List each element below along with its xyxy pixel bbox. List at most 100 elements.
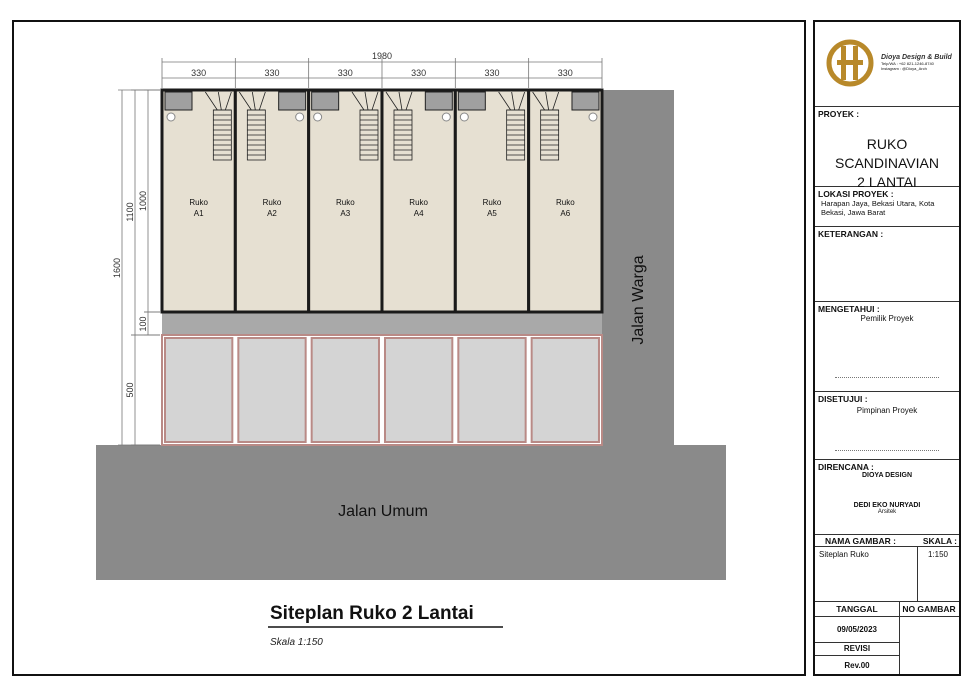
road-main — [96, 445, 726, 580]
mengetahui-section: MENGETAHUI : Pemilik Proyek — [815, 302, 959, 392]
dim-unit-width: 330 — [411, 68, 426, 78]
road-main-label: Jalan Umum — [338, 503, 428, 520]
mengetahui-label: MENGETAHUI : — [818, 304, 880, 314]
unit-label: Ruko — [263, 198, 282, 207]
unit-code: A1 — [194, 209, 204, 218]
stairs — [385, 91, 413, 161]
designer-role: Arsitek — [877, 509, 897, 515]
company-logo — [826, 39, 874, 87]
dim-unit-width: 330 — [558, 68, 573, 78]
signature-line — [835, 450, 939, 451]
dim-building: 1000 — [138, 191, 148, 211]
lokasi-section: LOKASI PROYEK : Harapan Jaya, Bekasi Uta… — [815, 187, 959, 227]
dim-total-depth: 1600 — [112, 258, 122, 278]
tanggal-value: 09/05/2023 — [836, 625, 878, 634]
nama-gambar-section: Siteplan Ruko 1:150 — [815, 547, 959, 602]
toilet-icon — [313, 112, 323, 122]
dim-parking: 500 — [125, 382, 135, 397]
lokasi-label: LOKASI PROYEK : — [818, 189, 894, 199]
revisi-header: REVISI — [815, 642, 899, 656]
unit-code: A2 — [267, 209, 277, 218]
skala-label: SKALA : — [922, 536, 957, 546]
bathroom — [311, 91, 340, 111]
toilet-icon — [166, 112, 176, 122]
unit-code: A4 — [414, 209, 424, 218]
stairs — [351, 91, 379, 161]
tanggal-cell: 09/05/2023 — [815, 617, 899, 643]
parking-space — [237, 337, 307, 443]
unit-label: Ruko — [336, 198, 355, 207]
proyek-label: PROYEK : — [818, 109, 860, 119]
company-phone: Telp/WA : +62 821-1246-8740 — [881, 61, 934, 66]
revisi-cell: Rev.00 — [815, 655, 899, 675]
unit-label: Ruko — [189, 198, 208, 207]
stairs — [204, 91, 232, 161]
unit-code: A6 — [560, 209, 570, 218]
direncana-section: DIRENCANA : DIOYA DESIGN DEDI EKO NURYAD… — [815, 460, 959, 535]
toilet-icon — [295, 112, 305, 122]
terrace-band — [162, 312, 602, 335]
designer-name: DEDI EKO NURYADI — [853, 502, 921, 509]
unit-code: A3 — [340, 209, 350, 218]
dim-unit-width: 330 — [338, 68, 353, 78]
parking-space — [310, 337, 380, 443]
parking-area — [161, 334, 603, 446]
dim-total-width: 1980 — [372, 51, 392, 61]
road-side — [602, 90, 674, 446]
bathroom — [457, 91, 486, 111]
unit-label: Ruko — [556, 198, 575, 207]
logo-section: Dioya Design & Build Telp/WA : +62 821-1… — [815, 22, 959, 107]
parking-space — [457, 337, 527, 443]
dim-unit-width: 330 — [484, 68, 499, 78]
nama-gambar-value: Siteplan Ruko — [819, 550, 869, 559]
nama-gambar-header: NAMA GAMBAR : SKALA : — [815, 535, 959, 547]
stairs — [238, 91, 266, 161]
disetujui-label: DISETUJUI : — [818, 394, 868, 404]
designer-company: DIOYA DESIGN — [861, 472, 913, 479]
road-side-label: Jalan Warga — [630, 255, 647, 344]
bathroom — [424, 91, 453, 111]
title-block: Dioya Design & Build Telp/WA : +62 821-1… — [813, 20, 961, 676]
project-name-line2: 2 LANTAI — [857, 174, 917, 190]
dim-building-front: 1100 — [125, 202, 135, 221]
bathroom — [164, 91, 193, 111]
drawing-frame — [12, 20, 806, 676]
company-name: Dioya Design & Build — [881, 54, 952, 61]
revisi-label: REVISI — [843, 644, 871, 653]
unit-label: Ruko — [483, 198, 502, 207]
direncana-label: DIRENCANA : — [818, 462, 874, 472]
company-instagram: Instagram : @Dioya_Arch — [881, 66, 927, 71]
keterangan-section: KETERANGAN : — [815, 227, 959, 302]
tanggal-label: TANGGAL — [836, 604, 878, 614]
bathroom — [571, 91, 600, 111]
stairs — [532, 91, 560, 161]
mengetahui-value: Pemilik Proyek — [860, 314, 914, 323]
revisi-value: Rev.00 — [844, 661, 870, 670]
keterangan-label: KETERANGAN : — [818, 229, 884, 239]
toilet-icon — [441, 112, 451, 122]
stairs — [498, 91, 526, 161]
nama-gambar-label: NAMA GAMBAR : — [825, 536, 896, 546]
dim-unit-width: 330 — [191, 68, 206, 78]
parking-space — [383, 337, 454, 443]
dim-terrace: 100 — [138, 316, 148, 331]
skala-value: 1:150 — [927, 550, 949, 559]
bathroom — [278, 91, 307, 111]
unit-label: Ruko — [409, 198, 428, 207]
dim-unit-width: 330 — [264, 68, 279, 78]
project-name-line1: RUKO SCANDINAVIAN — [835, 136, 939, 171]
parking-space — [530, 337, 600, 443]
drawing-title: Siteplan Ruko 2 Lantai — [270, 603, 474, 624]
toilet-icon — [459, 112, 469, 122]
parking-space — [164, 337, 234, 443]
unit-code: A5 — [487, 209, 497, 218]
drawing-scale: Skala 1:150 — [270, 637, 323, 648]
disetujui-value: Pimpinan Proyek — [856, 406, 918, 415]
